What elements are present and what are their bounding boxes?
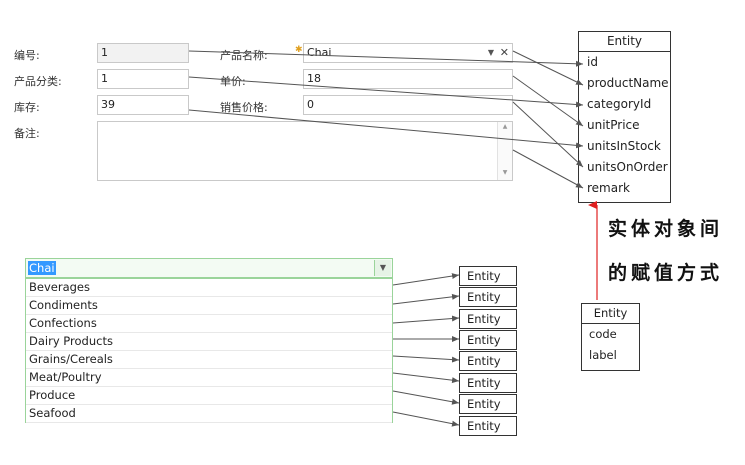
list-item[interactable]: Produce [26,387,392,405]
arrow-item-2 [392,293,460,305]
price-field[interactable]: 18 [303,69,513,89]
arrow-item-3 [392,315,460,324]
arrow-saleprice-to-unitsOnOrder [512,101,584,168]
arrow-price-to-unitPrice [512,75,584,127]
category-label: 产品分类: [14,75,62,88]
arrow-item-5 [392,355,460,363]
arrow-item-1 [392,273,460,286]
scroll-down-icon[interactable]: ▼ [502,169,508,176]
remark-scrollbar[interactable]: ▲ ▼ [497,122,512,180]
list-entity-box: Entity [459,309,517,329]
stock-label: 库存: [14,101,40,114]
list-entity-box: Entity [459,394,517,414]
sale-price-label: 销售价格: [220,101,268,114]
arrow-item-6 [392,372,460,384]
price-label: 单价: [220,75,246,88]
list-item[interactable]: Grains/Cereals [26,351,392,369]
arrow-item-7 [392,390,460,405]
category-combo[interactable]: Chai ▼ [25,258,393,278]
list-item[interactable]: Condiments [26,297,392,315]
arrow-remark-to-remark [512,149,584,189]
sale-price-field[interactable]: 0 [303,95,513,115]
entity-prop-categoryId: categoryId [587,97,652,111]
arrow-item-8 [392,411,460,427]
dropdown-arrow-icon[interactable]: ▼ [487,48,494,57]
arrow-stock-to-unitsInStock [188,109,584,149]
code-label: 编号: [14,49,40,62]
list-entity-box: Entity [459,287,517,307]
arrow-category-to-categoryId [188,76,584,108]
arrow-name-to-productName [512,50,584,86]
required-icon: ✱ [295,45,303,55]
entity-class-box: Entity id productName categoryId unitPri… [578,31,671,203]
list-entity-box: Entity [459,416,517,436]
entity-prop-unitsOnOrder: unitsOnOrder [587,160,668,174]
clear-icon[interactable]: ✕ [499,46,509,59]
product-name-combo[interactable]: Chai ▼ ✕ [303,43,513,63]
entity-prop-id: id [587,55,598,69]
combo-dropdown-icon[interactable]: ▼ [374,260,391,276]
remark-label: 备注: [14,127,40,140]
list-item[interactable]: Dairy Products [26,333,392,351]
arrow-code-to-id [188,50,584,67]
remark-textarea[interactable]: ▲ ▼ [97,121,513,181]
category-field[interactable]: 1 [97,69,189,89]
code-label-entity-title: Entity [582,304,639,324]
code-label-entity-code: code [589,327,617,341]
code-label-entity-box: Entity code label [581,303,640,371]
list-item[interactable]: Seafood [26,405,392,423]
caption-line-2: 的赋值方式 [608,262,724,284]
code-label-entity-label: label [589,348,617,362]
entity-prop-remark: remark [587,181,630,195]
entity-prop-productName: productName [587,76,669,90]
scroll-up-icon[interactable]: ▲ [502,123,508,130]
stock-field[interactable]: 39 [97,95,189,115]
entity-prop-unitsInStock: unitsInStock [587,139,661,153]
list-entity-box: Entity [459,266,517,286]
list-item[interactable]: Meat/Poultry [26,369,392,387]
list-entity-box: Entity [459,330,517,350]
entity-prop-unitPrice: unitPrice [587,118,640,132]
list-entity-box: Entity [459,373,517,393]
entity-title: Entity [579,32,670,52]
list-entity-box: Entity [459,351,517,371]
caption-line-1: 实体对象间 [608,218,724,240]
code-field[interactable]: 1 [97,43,189,63]
list-item[interactable]: Beverages [26,279,392,297]
combo-selected-text[interactable]: Chai [28,261,56,275]
list-item[interactable]: Confections [26,315,392,333]
category-dropdown-list[interactable]: Beverages Condiments Confections Dairy P… [25,278,393,423]
